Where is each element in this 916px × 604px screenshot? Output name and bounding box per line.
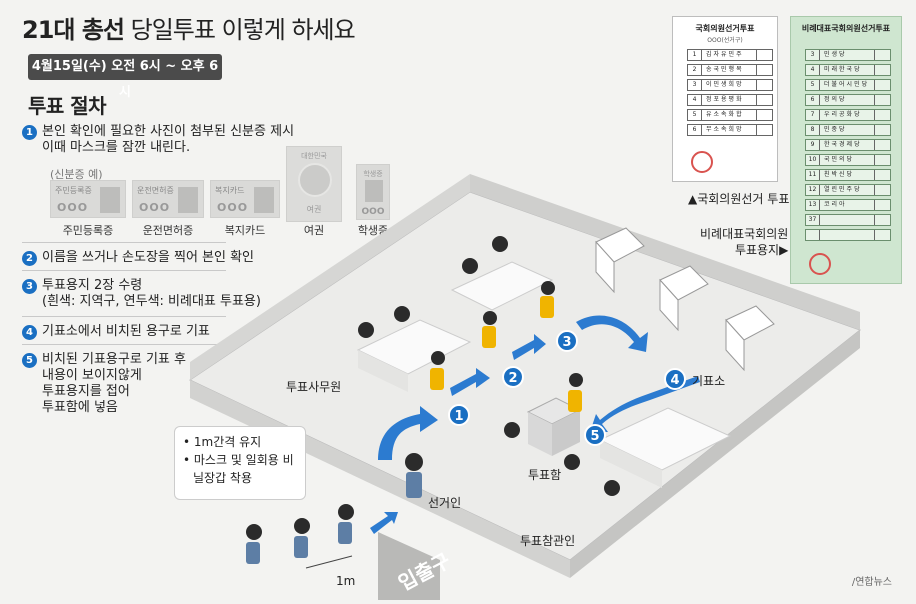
floor xyxy=(188,191,862,561)
ballot-table xyxy=(450,261,554,311)
section-title: 투표 절차 xyxy=(28,94,107,118)
people xyxy=(246,236,620,564)
stamp-icon xyxy=(691,151,713,173)
step-number: 1 xyxy=(22,125,37,140)
back-wall-left xyxy=(190,174,470,380)
distance-line xyxy=(305,555,353,569)
date-time-badge: 4월15일(수) 오전 6시 ~ 오후 6시 xyxy=(28,54,222,100)
clerk-table-side xyxy=(358,350,408,392)
clerk-table xyxy=(356,319,472,375)
proportional-ballot-caption: 비례대표국회의원 투표용지▶ xyxy=(700,227,789,257)
tip-item: • 1m간격 유지 xyxy=(183,435,262,449)
id-card-resident: 주민등록증 OOO xyxy=(50,180,126,218)
route-marker-3: 3 xyxy=(556,330,578,352)
step-2: 2 이름을 쓰거나 손도장을 찍어 본인 확인 xyxy=(22,250,254,266)
side-wall xyxy=(570,330,860,578)
page-title: 21대 총선 당일투표 이렇게 하세요 xyxy=(22,16,356,44)
divider xyxy=(22,316,226,317)
divider xyxy=(22,242,226,243)
ballot-box-front xyxy=(552,410,580,456)
voting-booth xyxy=(595,227,775,372)
ballot-row xyxy=(805,229,891,241)
voter-label: 선거인 xyxy=(428,496,462,510)
credit: /연합뉴스 xyxy=(851,577,892,588)
route-marker-5: 5 xyxy=(584,424,606,446)
clerk-label: 투표사무원 xyxy=(286,380,342,394)
step-4: 4 기표소에서 비치된 용구로 기표 xyxy=(22,324,210,340)
entrance-wall xyxy=(378,532,440,600)
step-5: 5 비치된 기표용구로 기표 후 내용이 보이지않게 투표용지를 접어 투표함에… xyxy=(22,352,186,416)
step-1: 1 본인 확인에 필요한 사진이 첨부된 신분증 제시 이때 마스크를 잠깐 내… xyxy=(22,124,294,156)
id-card-welfare: 복지카드 OOO xyxy=(210,180,280,218)
route-marker-2: 2 xyxy=(502,366,524,388)
tip-item: • 마스크 및 일회용 비닐장갑 착용 xyxy=(183,453,294,485)
stamp-icon xyxy=(809,253,831,275)
student-id: 학생증 OOO xyxy=(356,164,390,220)
divider xyxy=(22,344,226,345)
distance-label: 1m xyxy=(336,574,356,588)
ballot-row: 37 xyxy=(805,214,891,226)
route-marker-1: 1 xyxy=(448,404,470,426)
district-ballot-caption: ▲국회의원선거 투표용지 xyxy=(688,192,812,206)
id-card-driver: 운전면허증 OOO xyxy=(132,180,204,218)
photo-icon xyxy=(178,187,198,213)
photo-icon xyxy=(100,187,120,213)
safety-tips: • 1m간격 유지 • 마스크 및 일회용 비닐장갑 착용 xyxy=(174,426,306,500)
photo-icon xyxy=(365,180,383,202)
ballot-box-side xyxy=(528,412,552,456)
booth-label: 기표소 xyxy=(692,374,726,388)
back-wall-right xyxy=(470,174,860,330)
observer-label: 투표참관인 xyxy=(520,534,576,548)
id-card-note: (신분증 예) xyxy=(50,168,103,181)
observer-table-side xyxy=(600,440,662,488)
ballot-box-label: 투표함 xyxy=(528,468,562,482)
step-3: 3 투표용지 2장 수령 (흰색: 지역구, 연두색: 비례대표 투표용) xyxy=(22,278,261,310)
divider xyxy=(22,270,226,271)
passport: 대한민국 여권 xyxy=(286,146,342,222)
photo-icon xyxy=(254,187,274,213)
route-arrows xyxy=(370,315,700,534)
route-marker-4: 4 xyxy=(664,368,686,390)
emblem-icon xyxy=(298,163,332,197)
